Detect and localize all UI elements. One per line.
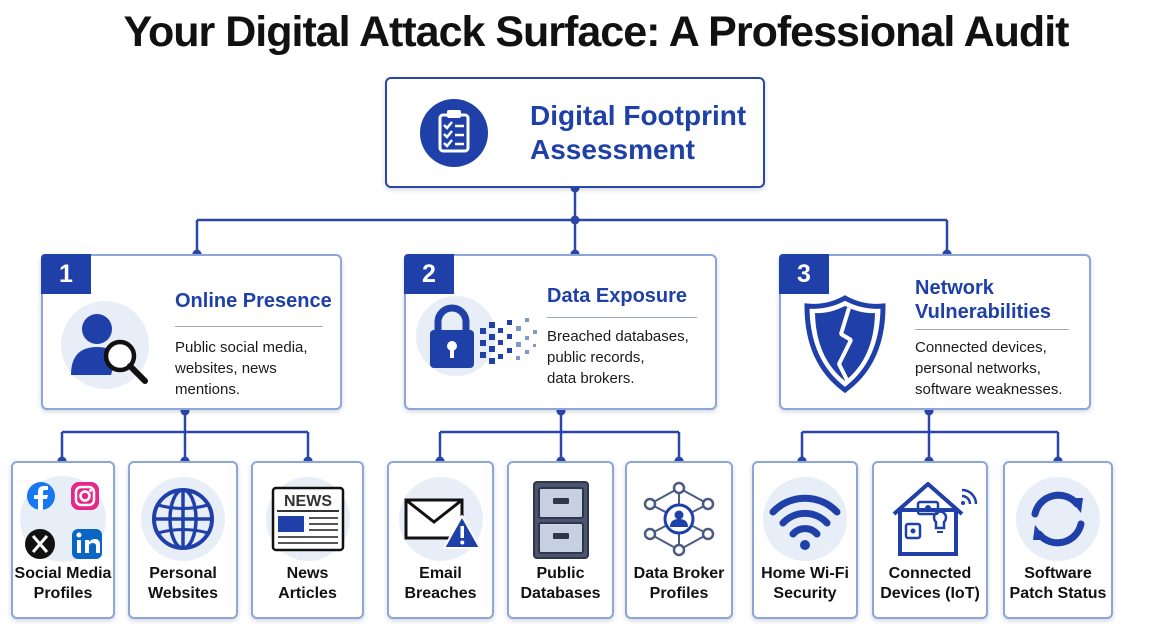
- leaf-home-wifi-security: Home Wi-Fi Security: [752, 461, 858, 619]
- category-title-line1: Network: [915, 277, 994, 299]
- leaf-label-line2: Profiles: [33, 585, 93, 602]
- leaf-label: Home Wi-Fi Security: [754, 564, 856, 604]
- category-network-vulnerabilities: 3 Network Vulnerabilities Connected devi…: [779, 254, 1091, 410]
- leaf-label-line1: Personal: [149, 565, 217, 582]
- category-desc-line: websites, news mentions.: [175, 360, 277, 398]
- root-title: Digital Footprint Assessment: [530, 99, 750, 167]
- category-description: Connected devices, personal networks, so…: [915, 337, 1063, 400]
- category-title: Network Vulnerabilities: [915, 276, 1051, 324]
- category-description: Breached databases, public records, data…: [547, 326, 689, 389]
- category-online-presence: 1 Online Presence Public social media, w…: [41, 254, 342, 410]
- refresh-arrows-icon: [1005, 471, 1111, 567]
- category-number: 1: [41, 254, 91, 294]
- leaf-public-databases: Public Databases: [507, 461, 614, 619]
- category-title: Data Exposure: [547, 284, 687, 308]
- category-number: 2: [404, 254, 454, 294]
- network-person-icon: [627, 471, 731, 567]
- category-description: Public social media, websites, news ment…: [175, 337, 340, 400]
- leaf-email-breaches: Email Breaches: [387, 461, 494, 619]
- category-desc-line: data brokers.: [547, 370, 635, 387]
- envelope-warning-icon: [389, 471, 492, 567]
- user-search-icon: [57, 301, 161, 394]
- leaf-label-line2: Devices (IoT): [880, 585, 980, 602]
- leaf-label: News Articles: [253, 564, 362, 604]
- page-title: Your Digital Attack Surface: A Professio…: [123, 8, 1070, 56]
- social-media-logos-icon: [13, 471, 113, 567]
- category-divider: [915, 329, 1069, 330]
- leaf-label-line1: Home Wi-Fi: [761, 565, 849, 582]
- category-title-line1: Online Presence: [175, 290, 332, 312]
- leaf-label-line2: Articles: [278, 585, 337, 602]
- leaf-label-line2: Patch Status: [1009, 585, 1107, 602]
- category-desc-line: software weaknesses.: [915, 381, 1063, 398]
- leaf-label-line1: Data Broker: [633, 565, 725, 582]
- root-node-digital-footprint: Digital Footprint Assessment: [385, 77, 765, 188]
- leaf-social-media-profiles: Social Media Profiles: [11, 461, 115, 619]
- leaf-label-line1: Public: [536, 565, 585, 582]
- file-cabinet-icon: [509, 471, 612, 567]
- category-title-line1: Data Exposure: [547, 285, 688, 307]
- leaf-label: Social Media Profiles: [13, 564, 113, 604]
- leaf-software-patch-status: Software Patch Status: [1003, 461, 1113, 619]
- category-desc-line: Breached databases,: [547, 328, 689, 345]
- leaf-label-line1: Email: [419, 565, 462, 582]
- category-desc-line: public records,: [547, 349, 645, 366]
- globe-icon: [130, 471, 236, 567]
- padlock-data-icon: [416, 296, 541, 381]
- leaf-label: Connected Devices (IoT): [874, 564, 986, 604]
- leaf-label: Data Broker Profiles: [627, 564, 731, 604]
- leaf-personal-websites: Personal Websites: [128, 461, 238, 619]
- leaf-data-broker-profiles: Data Broker Profiles: [625, 461, 733, 619]
- category-desc-line: Public social media,: [175, 339, 308, 356]
- leaf-label-line2: Websites: [148, 585, 218, 602]
- leaf-label-line2: Security: [773, 585, 837, 602]
- leaf-label: Public Databases: [509, 564, 612, 604]
- clipboard-checklist-icon: [420, 99, 488, 167]
- leaf-label-line1: News: [286, 565, 329, 582]
- leaf-label-line1: Connected: [888, 565, 972, 582]
- root-title-line1: Digital Footprint: [530, 100, 747, 131]
- leaf-label-line2: Databases: [520, 585, 601, 602]
- leaf-connected-devices-iot: Connected Devices (IoT): [872, 461, 988, 619]
- leaf-news-articles: NEWS News Articles: [251, 461, 364, 619]
- leaf-label-line1: Social Media: [14, 565, 112, 582]
- smart-home-icon: [874, 471, 986, 567]
- root-title-line2: Assessment: [530, 134, 695, 165]
- category-divider: [175, 326, 323, 327]
- leaf-label-line1: Software: [1024, 565, 1092, 582]
- wifi-icon: [754, 471, 856, 567]
- category-desc-line: personal networks,: [915, 360, 1041, 377]
- leaf-label: Software Patch Status: [1005, 564, 1111, 604]
- leaf-label: Email Breaches: [389, 564, 492, 604]
- leaf-label-line2: Breaches: [404, 585, 477, 602]
- newspaper-masthead: NEWS: [284, 493, 332, 510]
- cracked-shield-icon: [803, 294, 887, 399]
- category-data-exposure: 2 Data Exposure Breached databases,: [404, 254, 717, 410]
- category-number: 3: [779, 254, 829, 294]
- category-title: Online Presence: [175, 289, 332, 313]
- leaf-label-line2: Profiles: [649, 585, 709, 602]
- category-desc-line: Connected devices,: [915, 339, 1047, 356]
- leaf-label: Personal Websites: [130, 564, 236, 604]
- category-title-line2: Vulnerabilities: [915, 301, 1051, 323]
- newspaper-icon: NEWS: [253, 471, 362, 567]
- category-divider: [547, 317, 697, 318]
